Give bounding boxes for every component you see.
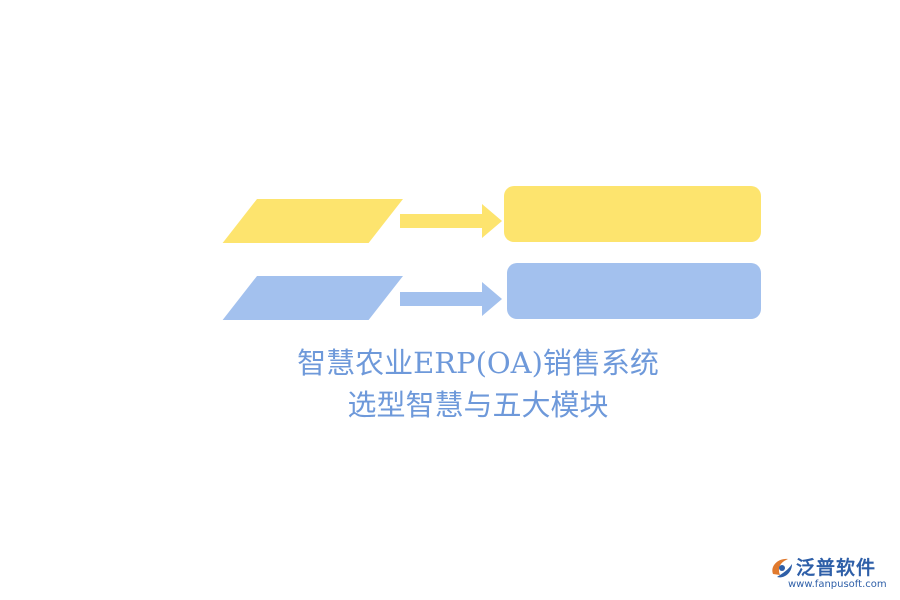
fanpu-logo-icon xyxy=(772,558,792,578)
logo-brand-name: 泛普软件 xyxy=(796,557,877,579)
yellow-arrow-right-icon xyxy=(400,204,502,238)
blue-parallelogram xyxy=(222,276,403,320)
diagram-title-line-1: 智慧农业ERP(OA)销售系统 xyxy=(297,346,659,380)
blue-arrow-right-icon xyxy=(400,282,502,316)
fanpu-logo: 泛普软件 www.fanpusoft.com xyxy=(768,553,894,593)
logo-url: www.fanpusoft.com xyxy=(788,579,887,590)
diagram-title-line-2: 选型智慧与五大模块 xyxy=(347,388,609,422)
blue-result-box xyxy=(507,263,761,319)
yellow-parallelogram xyxy=(222,199,403,243)
yellow-result-box xyxy=(504,186,761,242)
